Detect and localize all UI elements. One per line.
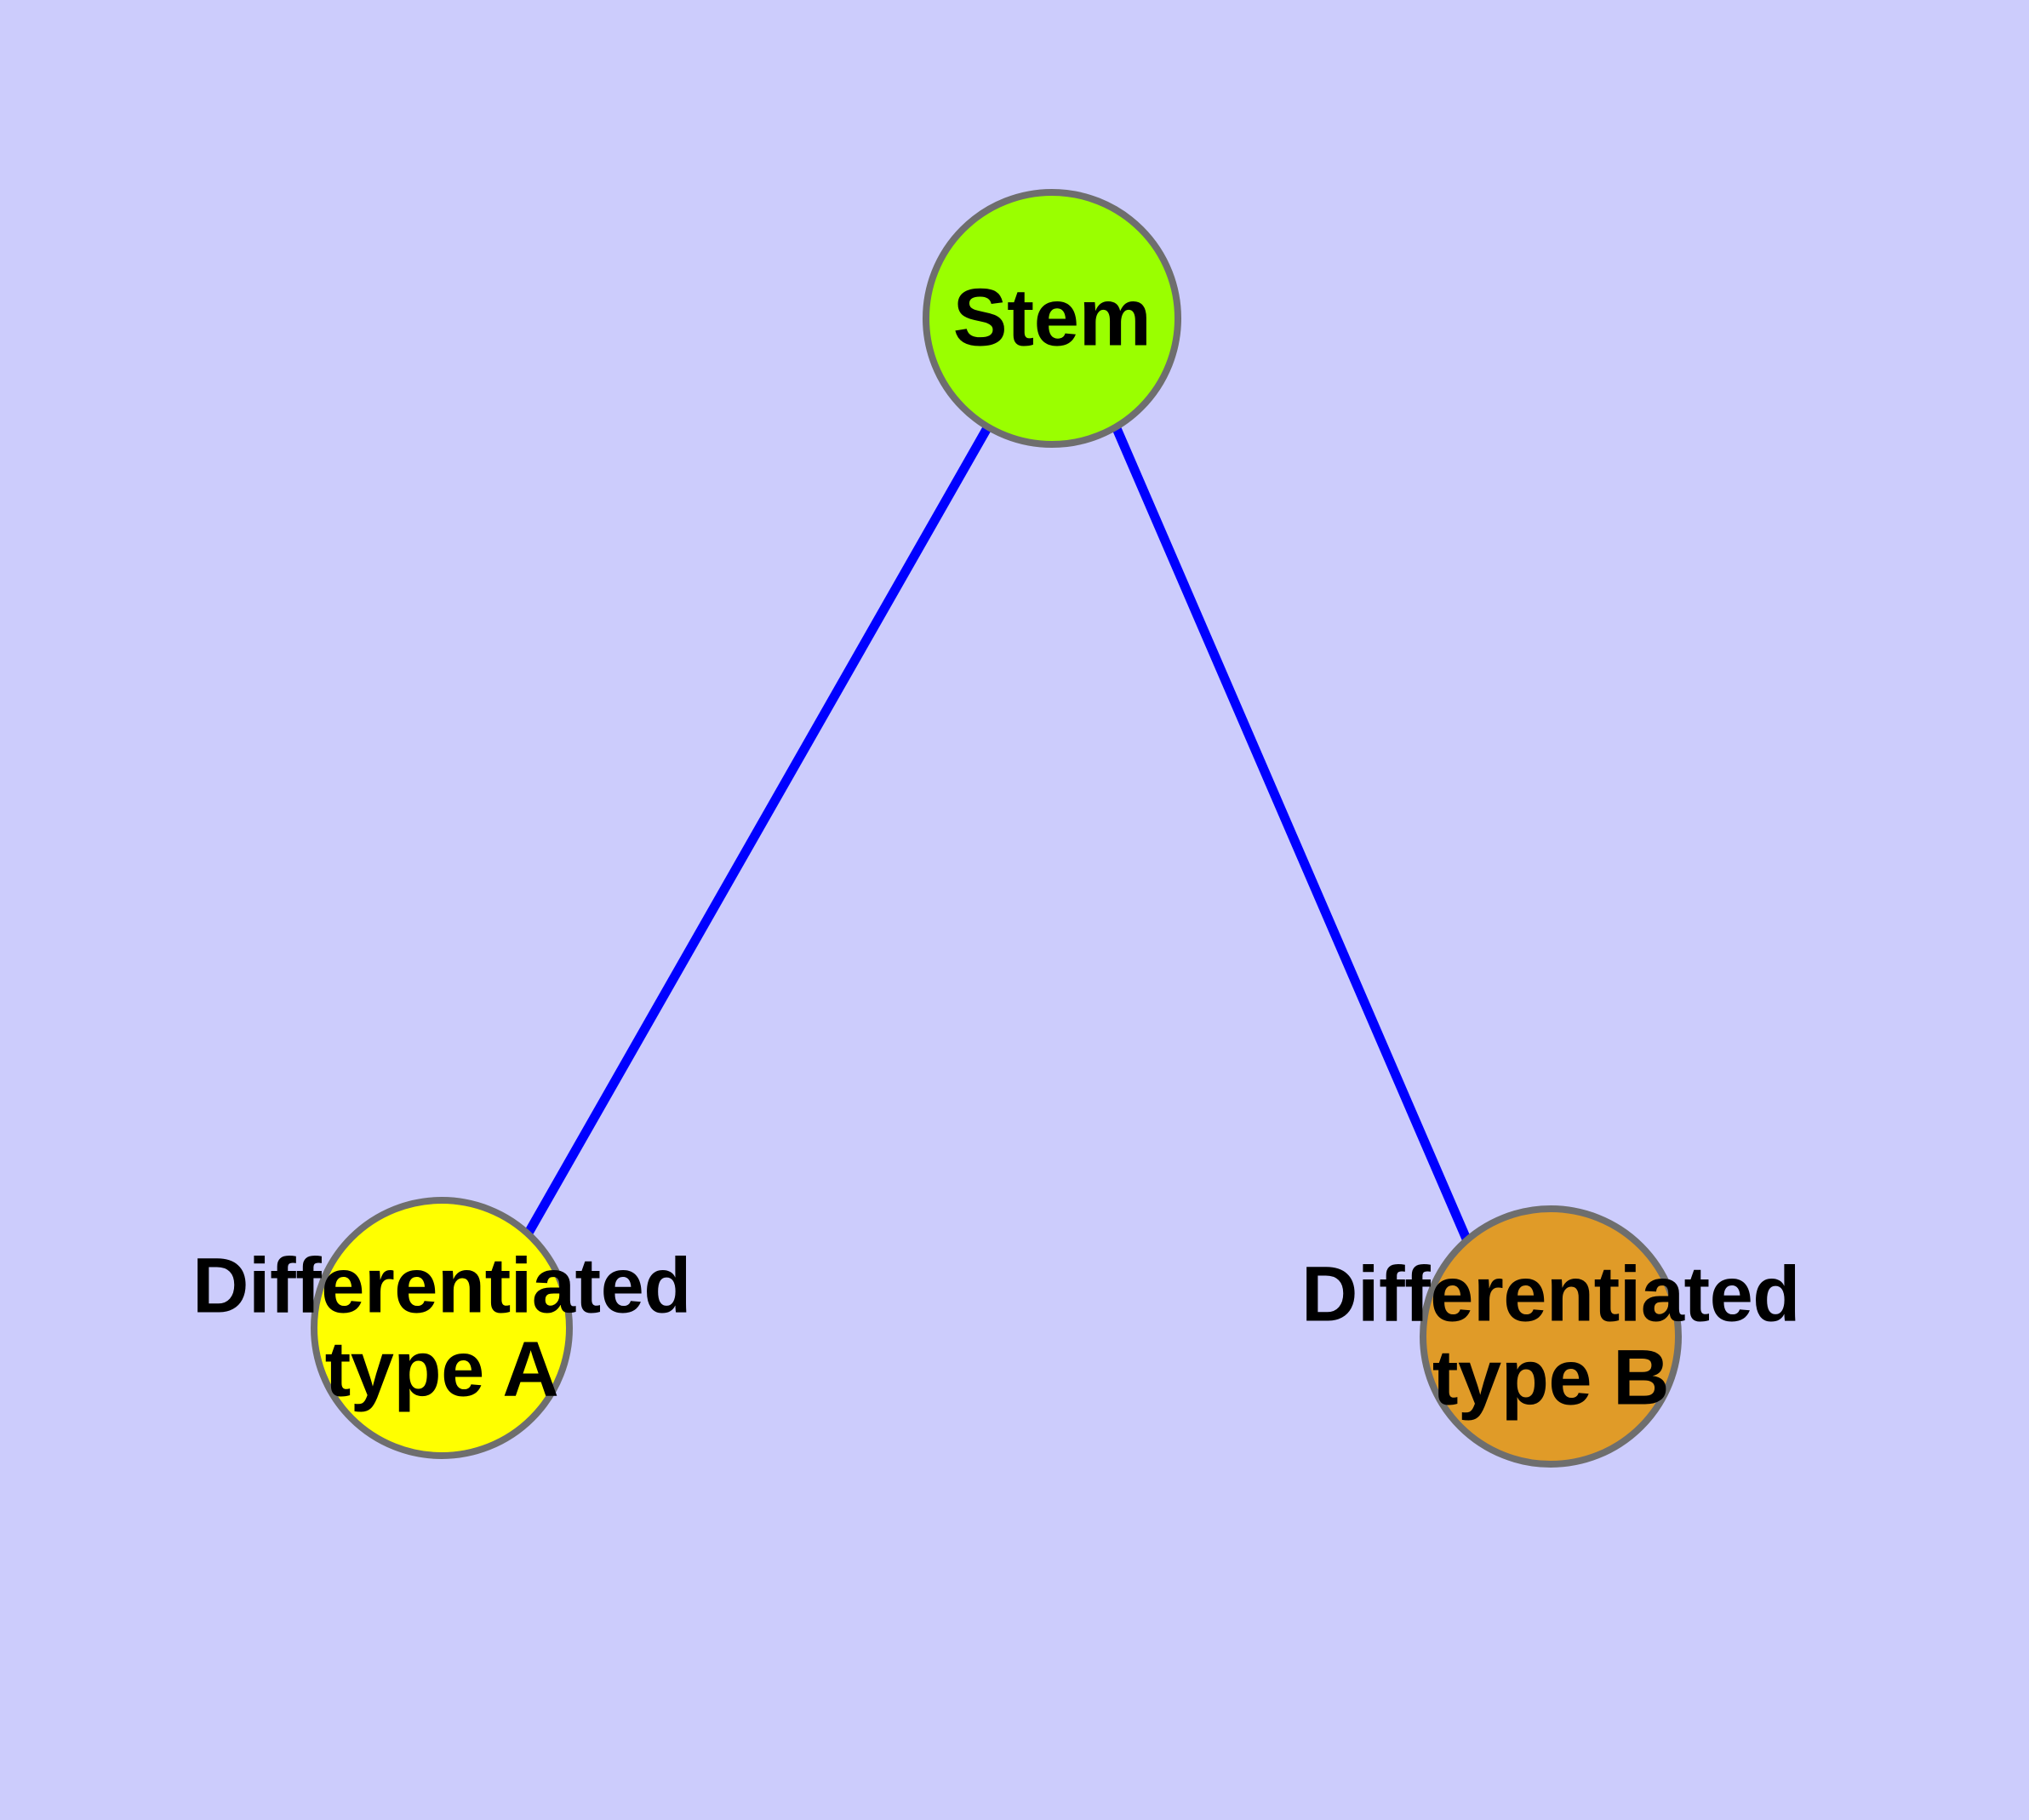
edge-layer: [523, 424, 1473, 1245]
edge-stem-to-diff-b: [1111, 424, 1473, 1245]
node-layer: [311, 189, 1682, 1468]
node-circle-stem[interactable]: [923, 189, 1181, 448]
edge-stem-to-diff-a: [523, 424, 992, 1237]
node-circle-diff-a[interactable]: [311, 1197, 573, 1459]
node-circle-diff-b[interactable]: [1420, 1205, 1682, 1468]
